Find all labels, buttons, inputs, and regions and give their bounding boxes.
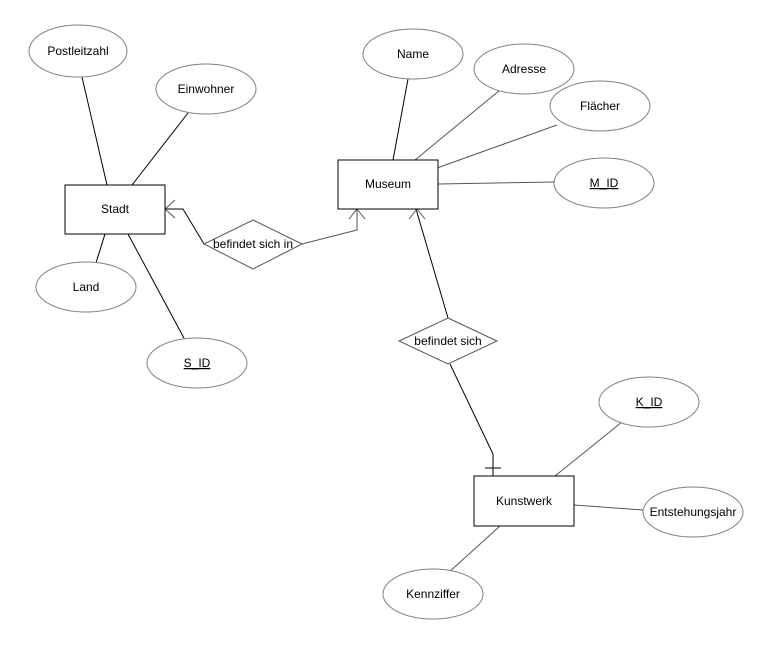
edge-stadt-einwohner xyxy=(131,112,189,186)
edge-kunstwerk-kid xyxy=(554,421,623,477)
entity-kunstwerk-shape xyxy=(473,475,575,527)
attribute-entstehungsjahr[interactable]: Entstehungsjahr xyxy=(642,486,744,538)
edge-museum-name xyxy=(392,78,409,161)
attribute-k-id-shape xyxy=(598,376,700,428)
edge-rel2-kunstwerk xyxy=(449,363,494,476)
edge-stadt-rel1 xyxy=(165,208,205,245)
attribute-einwohner[interactable]: Einwohner xyxy=(155,63,257,115)
edge-stadt-sid xyxy=(127,233,186,341)
edge-museum-adresse xyxy=(414,89,501,161)
attribute-postleitzahl-label: Postleitzahl xyxy=(47,44,108,58)
attribute-einwohner-shape xyxy=(155,63,257,115)
relationship-befindet-sich[interactable]: befindet sich xyxy=(397,317,499,365)
attribute-k-id[interactable]: K_ID xyxy=(598,376,700,428)
attribute-flaecher-label: Flächer xyxy=(580,99,620,113)
attribute-entstehungsjahr-label: Entstehungsjahr xyxy=(650,505,737,519)
edge-kunstwerk-kennziffer xyxy=(447,525,501,574)
attribute-postleitzahl-shape xyxy=(28,24,128,78)
relationship-befindet-sich-shape xyxy=(397,317,499,365)
relationship-befindet-sich-label: befindet sich xyxy=(414,334,481,348)
attribute-adresse[interactable]: Adresse xyxy=(473,43,575,95)
edge-museum-rel2 xyxy=(415,208,449,319)
relationship-befindet-sich-in-label: befindet sich in xyxy=(213,237,293,251)
entity-museum[interactable]: Museum xyxy=(337,159,439,210)
entity-stadt[interactable]: Stadt xyxy=(64,184,166,235)
attribute-einwohner-label: Einwohner xyxy=(178,82,235,96)
attribute-k-id-label: K_ID xyxy=(636,395,663,409)
attribute-m-id-label: M_ID xyxy=(590,176,619,190)
entity-museum-label: Museum xyxy=(365,177,411,191)
attribute-postleitzahl[interactable]: Postleitzahl xyxy=(28,24,128,78)
relationship-befindet-sich-in-shape xyxy=(202,219,304,270)
attribute-s-id[interactable]: S_ID xyxy=(146,337,248,389)
edge-stadt-land xyxy=(94,233,106,267)
relationship-befindet-sich-in[interactable]: befindet sich in xyxy=(202,219,304,270)
relationships: befindet sich in befindet sich xyxy=(202,219,499,365)
connectors xyxy=(81,76,644,574)
entity-kunstwerk-label: Kunstwerk xyxy=(496,494,553,508)
edge-museum-flaecher xyxy=(436,124,558,169)
attribute-entstehungsjahr-shape xyxy=(642,486,744,538)
attribute-land-shape xyxy=(35,261,137,313)
attribute-land[interactable]: Land xyxy=(35,261,137,313)
attributes: Postleitzahl Einwohner Land S_ID Name Ad… xyxy=(28,24,744,620)
edge-stadt-postleitzahl xyxy=(81,76,108,186)
attribute-flaecher-shape xyxy=(549,80,651,132)
attribute-adresse-label: Adresse xyxy=(502,62,546,76)
entities: Stadt Museum Kunstwerk xyxy=(64,159,575,527)
attribute-kennziffer-shape xyxy=(382,568,484,620)
attribute-kennziffer[interactable]: Kennziffer xyxy=(382,568,484,620)
edge-kunstwerk-entstehungsjahr xyxy=(573,504,644,511)
attribute-name[interactable]: Name xyxy=(362,28,464,80)
attribute-flaecher[interactable]: Flächer xyxy=(549,80,651,132)
edge-museum-mid xyxy=(437,181,556,185)
attribute-s-id-label: S_ID xyxy=(184,356,211,370)
entity-museum-shape xyxy=(337,159,439,210)
attribute-name-shape xyxy=(362,28,464,80)
attribute-s-id-shape xyxy=(146,337,248,389)
entity-kunstwerk[interactable]: Kunstwerk xyxy=(473,475,575,527)
attribute-kennziffer-label: Kennziffer xyxy=(406,587,460,601)
entity-stadt-shape xyxy=(64,184,166,235)
attribute-name-label: Name xyxy=(397,47,429,61)
attribute-adresse-shape xyxy=(473,43,575,95)
attribute-land-label: Land xyxy=(73,280,100,294)
edge-rel1-museum xyxy=(301,209,358,245)
attribute-m-id-shape xyxy=(553,157,655,209)
attribute-m-id[interactable]: M_ID xyxy=(553,157,655,209)
entity-stadt-label: Stadt xyxy=(101,202,130,216)
